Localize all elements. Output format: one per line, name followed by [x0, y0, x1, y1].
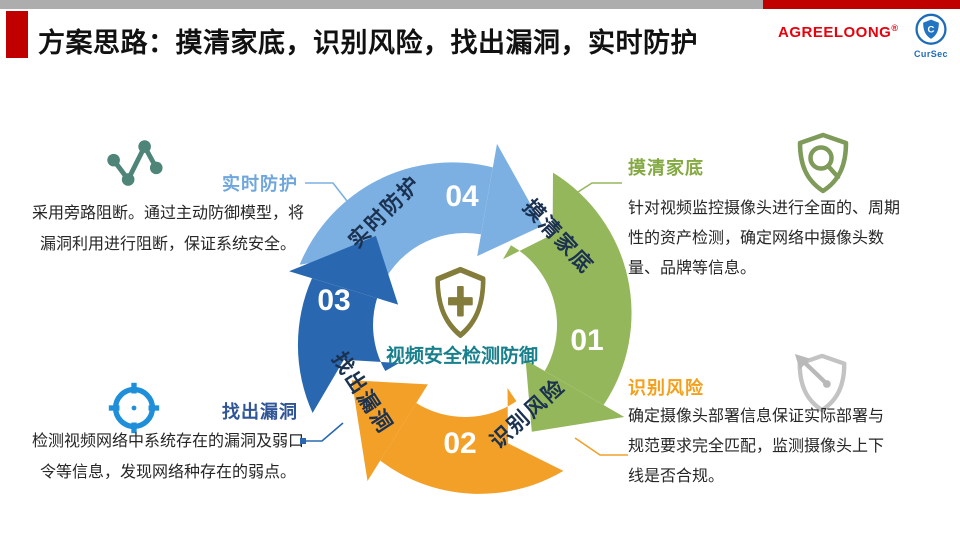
arc-01-arrowhead	[525, 360, 625, 432]
arc-04-realtime-protection	[299, 162, 493, 299]
connector-end-marker	[300, 438, 306, 444]
step-number-04: 04	[445, 180, 479, 213]
cursec-shield-icon: C	[915, 13, 947, 45]
registered-mark: ®	[891, 23, 899, 33]
section-title-realtime-protection: 实时防护	[222, 174, 298, 194]
svg-text:C: C	[928, 24, 935, 35]
brand-name: AGREELOONG®	[778, 23, 898, 41]
center-shield-icon	[435, 266, 486, 339]
step-number-01: 01	[570, 324, 603, 357]
section-title-asset-discovery: 摸清家底	[628, 158, 704, 178]
section-realtime-protection: 实时防护 采用旁路阻断。通过主动防御模型，将 漏洞利用进行阻断，保证系统安全。	[22, 128, 314, 258]
connector-realtime-protection	[305, 182, 348, 202]
connector-risk-identification	[574, 437, 628, 456]
shield-dart-icon	[794, 353, 847, 413]
section-vulnerability-finding: 找出漏洞 检测视频网络中系统存在的漏洞及弱口 令等信息，发现网络种存在的弱点。	[22, 374, 314, 504]
step-number-03: 03	[317, 284, 350, 317]
section-body-vulnerability-finding: 检测视频网络中系统存在的漏洞及弱口 令等信息，发现网络种存在的弱点。	[31, 433, 304, 481]
cycle-diagram: 04 01 02 03 实时防护 摸清家底 识别风险 找出漏洞 视频安全检测防御	[289, 143, 632, 494]
arc-04-arrowhead	[477, 143, 543, 257]
step-number-02: 02	[443, 427, 476, 460]
arc-02-risk-identification	[380, 388, 564, 494]
section-title-vulnerability-finding: 找出漏洞	[222, 402, 298, 422]
section-body-risk-identification: 确定摄像头部署信息保证实际部署与 规范要求完全匹配，监测摄像头上下 线是否合规。	[628, 408, 885, 485]
connector-vulnerability-finding	[303, 422, 344, 442]
section-body-asset-discovery: 针对视频监控摄像头进行全面的、周期 性的资产检测，确定网络中摄像头数 量、品牌等…	[628, 200, 901, 277]
brand-logo: C CurSec	[905, 11, 957, 59]
top-bar-red	[763, 0, 960, 9]
section-risk-identification: 识别风险 确定摄像头部署信息保证实际部署与 规范要求完全匹配，监测摄像头上下 线…	[628, 352, 950, 512]
crosshair-icon	[108, 382, 160, 434]
brand-text: AGREELOONG	[778, 24, 892, 41]
shield-search-icon	[797, 132, 849, 194]
section-title-risk-identification: 识别风险	[628, 378, 704, 398]
arc-03-arrowhead	[289, 235, 399, 305]
arc-01-asset-discovery	[503, 172, 632, 405]
section-body-realtime-protection: 采用旁路阻断。通过主动防御模型，将 漏洞利用进行阻断，保证系统安全。	[31, 205, 304, 253]
route-icon	[107, 140, 163, 186]
center-label: 视频安全检测防御	[386, 344, 538, 367]
title-accent-bar	[6, 11, 28, 58]
top-bar-gray	[0, 0, 763, 9]
arc-03-vulnerability-finding	[297, 278, 400, 413]
cursec-label: CurSec	[914, 49, 948, 59]
section-asset-discovery: 摸清家底 针对视频监控摄像头进行全面的、周期 性的资产检测，确定网络中摄像头数 …	[628, 128, 950, 298]
page-title: 方案思路：摸清家底，识别风险，找出漏洞，实时防护	[38, 28, 698, 58]
arc-02-arrowhead	[351, 380, 428, 481]
